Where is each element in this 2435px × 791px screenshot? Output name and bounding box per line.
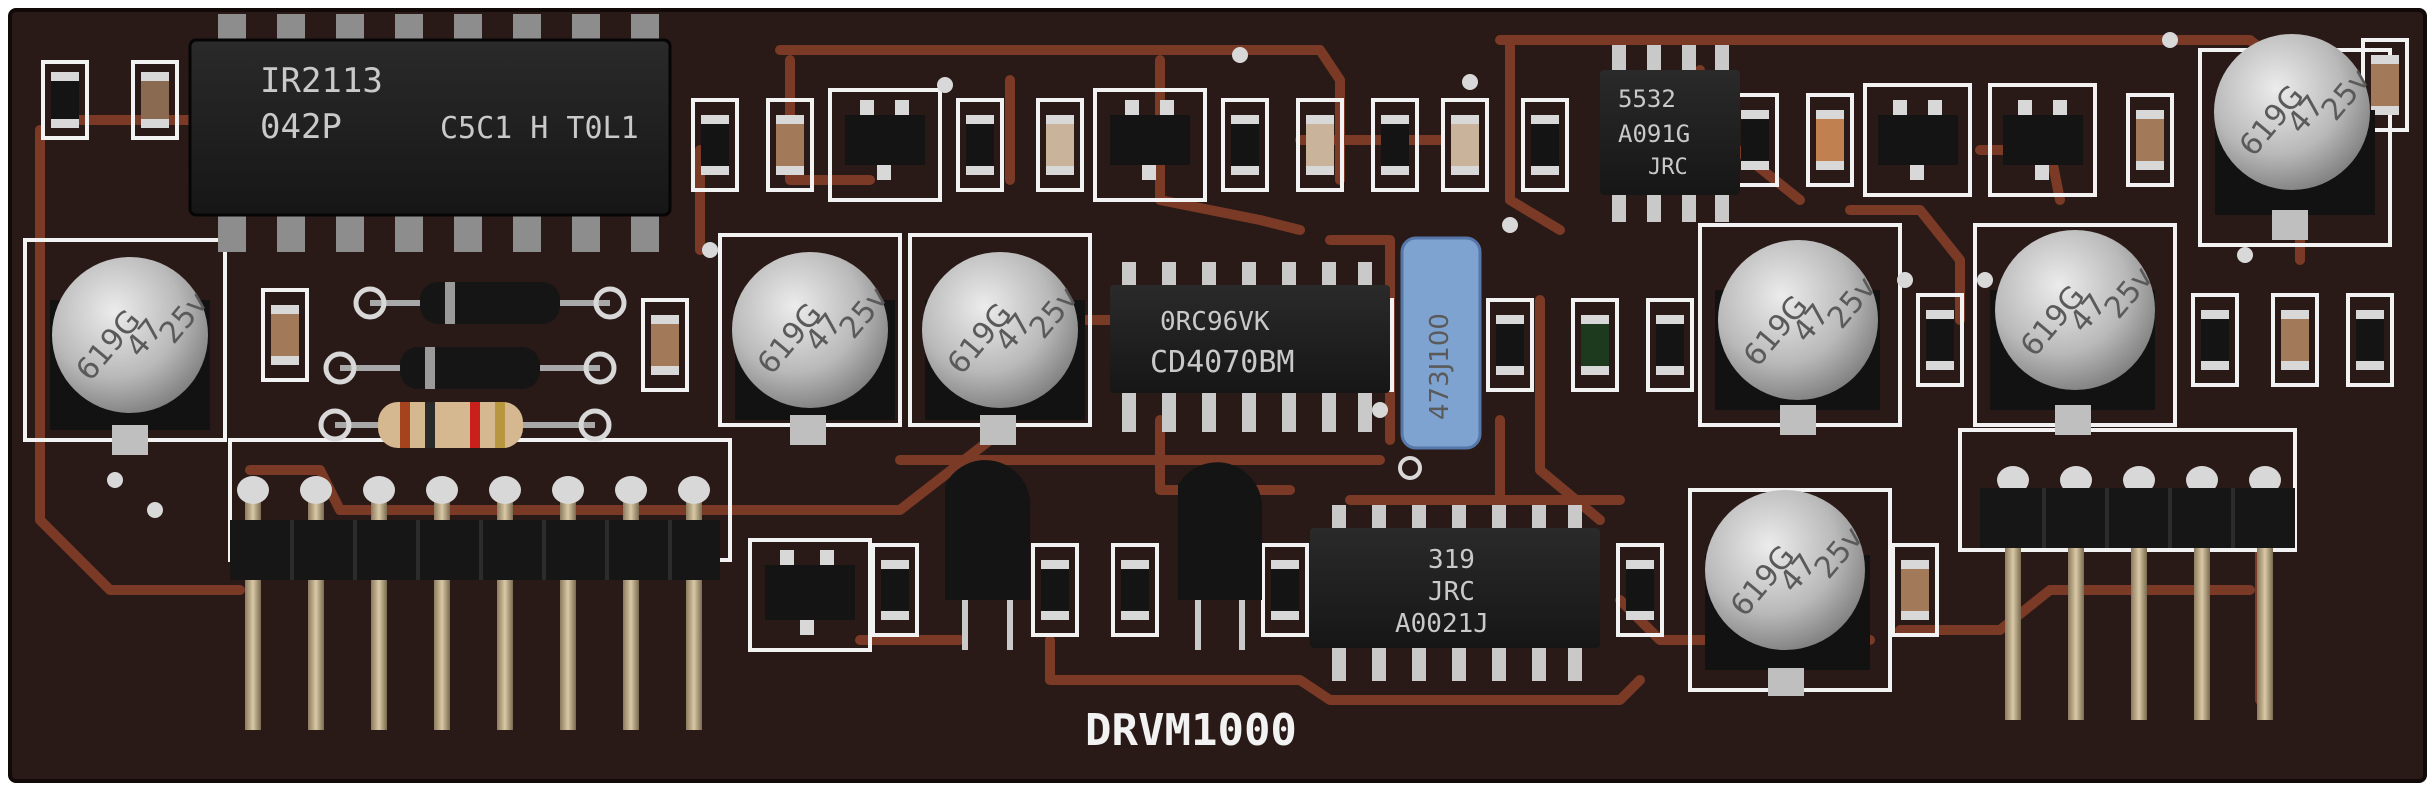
axial-resistor bbox=[318, 402, 612, 448]
electrolytic-cap-1: 619G 47 25v bbox=[50, 257, 216, 455]
opamp-line2: A091G bbox=[1618, 120, 1690, 148]
electrolytic-cap-3: 619G 47 25v bbox=[922, 252, 1086, 445]
pin-header-8 bbox=[230, 476, 720, 730]
electrolytic-cap-7: 619G 47 25v bbox=[1705, 490, 1871, 696]
vias bbox=[107, 32, 2253, 518]
pin-header-5 bbox=[1980, 466, 2295, 720]
opamp-line3: JRC bbox=[1648, 155, 1688, 180]
electrolytic-cap-4: 619G 47 25v bbox=[1715, 240, 1884, 435]
film-capacitor: 473J100 bbox=[1398, 236, 1482, 480]
film-capacitor-value: 473J100 bbox=[1425, 313, 1455, 420]
smd-components bbox=[41, 38, 2409, 637]
electrolytic-capacitors: 619G 47 25v 619G 47 25v 619G 47 25v 61 bbox=[50, 34, 2378, 696]
ir2113-line1: IR2113 bbox=[260, 61, 383, 101]
comparator-line1: 319 bbox=[1428, 545, 1475, 575]
comparator-line3: A0021J bbox=[1395, 609, 1489, 639]
sot23-transistors bbox=[765, 100, 2083, 635]
ir2113-line3: C5C1 H T0L1 bbox=[440, 111, 639, 146]
cd4070-chip: 0RC96VK CD4070BM bbox=[1110, 262, 1390, 432]
electrolytic-cap-2: 619G 47 25v bbox=[732, 252, 896, 445]
ir2113-line2: 042P bbox=[260, 107, 342, 147]
opamp-line1: 5532 bbox=[1618, 85, 1676, 113]
electrolytic-cap-5: 619G 47 25v bbox=[1990, 230, 2161, 435]
electrolytic-cap-6: 619G 47 25v bbox=[2214, 34, 2378, 240]
opamp-5532-chip: 5532 A091G JRC bbox=[1600, 45, 1740, 222]
diodes bbox=[323, 282, 627, 389]
comparator-319-chip: 319 JRC A0021J bbox=[1310, 505, 1600, 681]
board-label: DRVM1000 bbox=[1085, 705, 1297, 756]
to92-transistors bbox=[945, 460, 1263, 650]
cd4070-line1: 0RC96VK bbox=[1160, 307, 1270, 337]
comparator-line2: JRC bbox=[1428, 577, 1475, 607]
ir2113-chip: IR2113 042P C5C1 H T0L1 bbox=[188, 14, 672, 252]
cd4070-line2: CD4070BM bbox=[1150, 345, 1295, 380]
